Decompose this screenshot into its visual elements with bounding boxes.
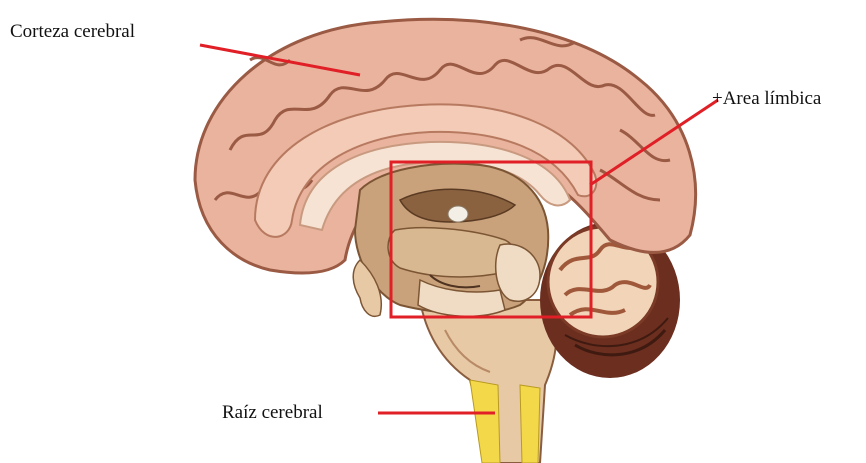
label-raiz-cerebral: Raíz cerebral — [222, 403, 323, 422]
brainstem — [420, 300, 556, 463]
label-corteza-cerebral: Corteza cerebral — [10, 22, 135, 41]
label-area-limbica: +Area límbica — [712, 89, 821, 108]
inner-structures — [353, 164, 548, 317]
